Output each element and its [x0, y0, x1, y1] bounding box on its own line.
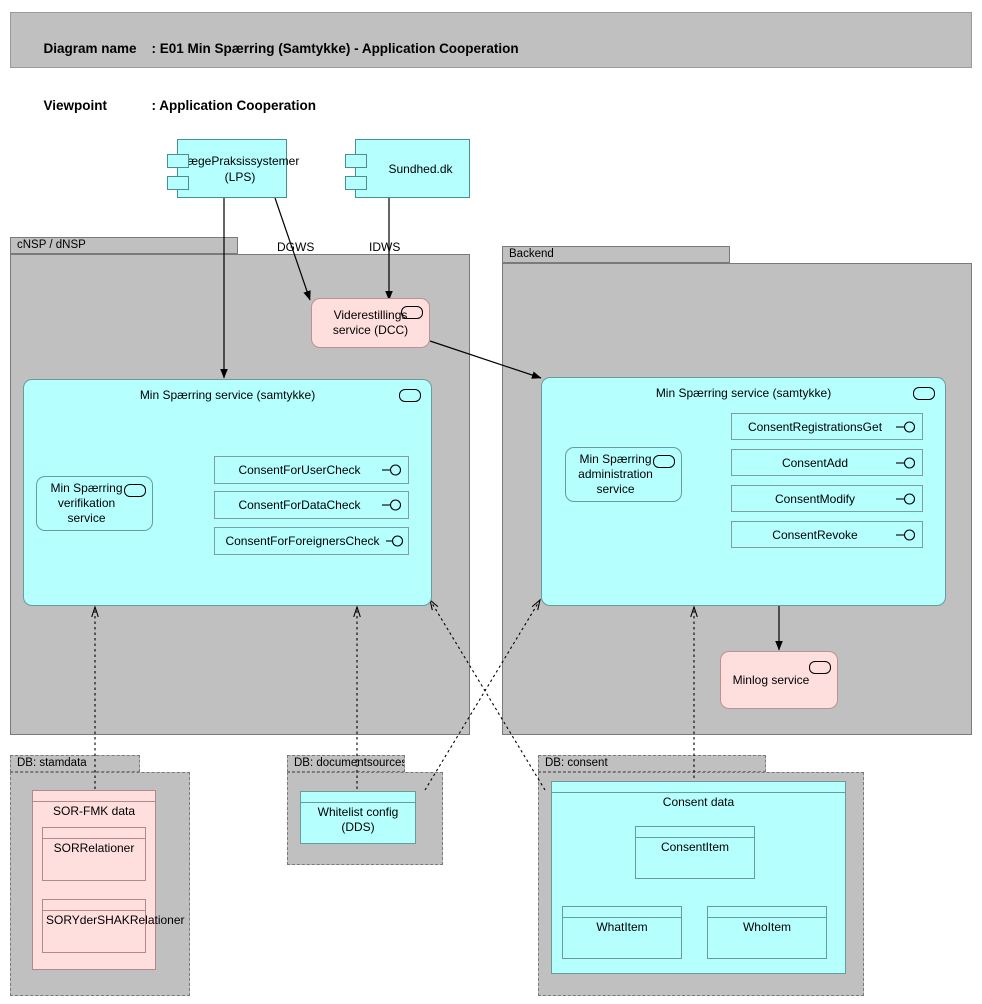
dataobject-label: SORRelationer — [53, 841, 135, 855]
interface-consent-for-foreigners-check[interactable]: ConsentForForeignersCheck — [214, 527, 409, 555]
application-service-marker-icon — [809, 661, 831, 674]
interface-label: ConsentForUserCheck — [238, 463, 361, 477]
service-min-spaerring-administration-label: Min Spærring administration service — [578, 452, 653, 496]
application-service-marker-icon — [401, 306, 423, 319]
component-tab-lower-icon — [345, 176, 367, 190]
component-label: LægePraksissystemer (LPS) — [180, 153, 300, 184]
application-service-marker-icon — [124, 484, 146, 497]
interface-consent-registrations-get[interactable]: ConsentRegistrationsGet — [731, 413, 923, 440]
lollipop-icon — [896, 420, 916, 433]
group-cnsp-dnsp-tab: cNSP / dNSP — [10, 237, 238, 254]
dataobject-sorrelationer[interactable]: SORRelationer — [42, 827, 146, 881]
interface-consent-for-user-check[interactable]: ConsentForUserCheck — [214, 456, 409, 484]
component-tab-lower-icon — [167, 176, 189, 190]
interface-label: ConsentRegistrationsGet — [747, 419, 883, 434]
dataobject-label: WhoItem — [742, 920, 791, 934]
service-minlog-label: Minlog service — [732, 672, 810, 687]
component-tab-upper-icon — [167, 154, 189, 168]
dataobject-label: WhatItem — [596, 920, 648, 934]
interface-consent-add[interactable]: ConsentAdd — [731, 449, 923, 476]
dataobject-label: Consent data — [662, 795, 735, 809]
service-min-spaerring-verifikation-label: Min Spærring verifikation service — [50, 481, 123, 525]
edge-label-idws: IDWS — [369, 240, 401, 254]
viewpoint-label: Viewpoint — [43, 98, 108, 113]
service-minlog[interactable]: Minlog service — [720, 651, 838, 709]
lollipop-icon — [382, 464, 402, 476]
application-service-marker-icon — [913, 387, 935, 400]
dataobject-header-bar — [301, 792, 415, 803]
interface-label: ConsentAdd — [781, 455, 849, 470]
edge-label-dgws: DGWS — [277, 240, 315, 254]
lollipop-icon — [896, 528, 916, 541]
dataobject-whoitem[interactable]: WhoItem — [707, 906, 827, 959]
interface-consent-for-data-check[interactable]: ConsentForDataCheck — [214, 491, 409, 519]
service-min-spaerring-cnsp-label: Min Spærring service (samtykke) — [139, 388, 316, 402]
service-min-spaerring-verifikation[interactable]: Min Spærring verifikation service — [36, 476, 153, 531]
interface-label: ConsentRevoke — [772, 527, 858, 542]
diagram-name-label: Diagram name — [43, 41, 137, 56]
dataobject-soryder-shak-relationer[interactable]: SORYderSHAKRelationer — [42, 899, 185, 953]
diagram-name-row: Diagram name : E01 Min Spærring (Samtykke… — [21, 20, 961, 77]
group-db-consent-tab: DB: consent — [538, 755, 766, 772]
dataobject-header-bar — [708, 907, 826, 918]
dataobject-whatitem[interactable]: WhatItem — [562, 906, 682, 959]
application-service-marker-icon — [399, 389, 421, 402]
interface-label: ConsentModify — [774, 491, 856, 506]
diagram-name-value: : E01 Min Spærring (Samtykke) - Applicat… — [151, 41, 519, 56]
group-backend-tab: Backend — [502, 246, 730, 263]
dataobject-header-bar — [33, 791, 155, 802]
dataobject-consentitem[interactable]: ConsentItem — [635, 826, 755, 879]
lollipop-icon — [896, 456, 916, 469]
dataobject-label: SORYderSHAKRelationer — [46, 913, 185, 927]
service-min-spaerring-backend-label: Min Spærring service (samtykke) — [655, 386, 832, 400]
interface-consent-modify[interactable]: ConsentModify — [731, 485, 923, 512]
dataobject-whitelist-config-dds[interactable]: Whitelist config (DDS) — [300, 791, 416, 844]
component-tab-upper-icon — [345, 154, 367, 168]
service-viderestillings-dcc-label: Viderestillings service (DCC) — [332, 308, 409, 337]
component-label: Sundhed.dk — [388, 161, 453, 176]
lollipop-icon — [382, 499, 402, 511]
application-service-marker-icon — [653, 455, 675, 468]
dataobject-header-bar — [552, 782, 845, 793]
dataobject-label: ConsentItem — [660, 840, 730, 854]
viewpoint-row: Viewpoint : Application Cooperation — [21, 77, 961, 134]
dataobject-header-bar — [563, 907, 681, 918]
interface-label: ConsentForDataCheck — [238, 498, 361, 512]
group-db-stamdata-tab: DB: stamdata — [10, 755, 140, 772]
component-laegepraksissystemer[interactable]: LægePraksissystemer (LPS) — [167, 139, 299, 198]
dataobject-label: Whitelist config (DDS) — [317, 805, 399, 834]
lollipop-icon — [386, 535, 404, 547]
component-sundhed-dk[interactable]: Sundhed.dk — [345, 139, 470, 198]
diagram-title-block: Diagram name : E01 Min Spærring (Samtykke… — [10, 12, 972, 113]
dataobject-header-bar — [43, 828, 145, 839]
dataobject-label: SOR-FMK data — [52, 804, 136, 818]
service-min-spaerring-administration[interactable]: Min Spærring administration service — [565, 447, 682, 502]
dataobject-header-bar — [43, 900, 145, 911]
service-viderestillings-dcc[interactable]: Viderestillings service (DCC) — [311, 298, 430, 348]
dataobject-header-bar — [636, 827, 754, 838]
interface-consent-revoke[interactable]: ConsentRevoke — [731, 521, 923, 548]
lollipop-icon — [896, 492, 916, 505]
viewpoint-value: : Application Cooperation — [151, 98, 317, 113]
interface-label: ConsentForForeignersCheck — [225, 534, 380, 548]
group-db-documentsources-tab: DB: documentsources (DDS) — [287, 755, 405, 772]
